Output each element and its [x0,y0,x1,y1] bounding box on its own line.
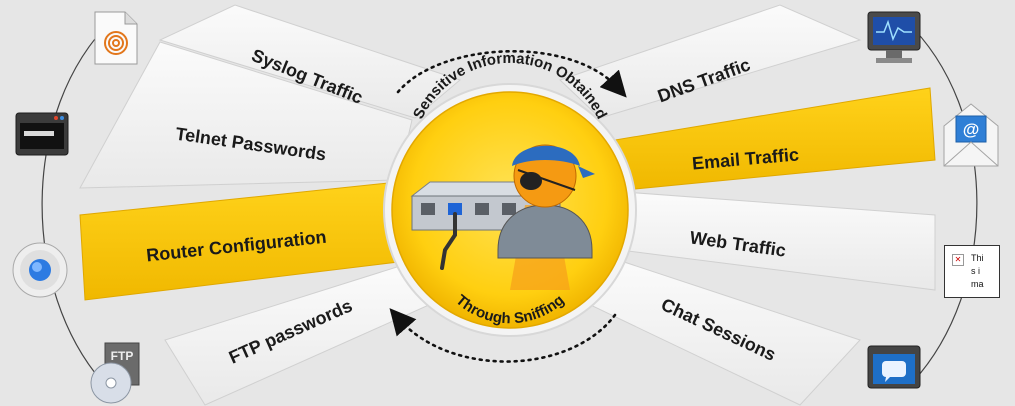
svg-text:FTP: FTP [111,349,134,363]
svg-text:@: @ [963,120,980,139]
ftp-disc-icon: FTP [90,342,140,404]
left-connector-arc [41,19,113,386]
top-cycle-arrow [396,49,627,98]
email-envelope-icon: @ [943,103,999,167]
pirate-sniffer-icon [497,144,595,290]
terminal-window-icon [15,112,69,156]
sector-dns-traffic [559,4,862,119]
right-connector-arc [904,19,978,386]
chat-window-icon [867,345,921,389]
broken-image-alt-text: This ima [971,253,984,289]
fingerprint-document-icon [94,11,138,65]
bottom-cycle-arrow [389,308,617,363]
monitor-icon [867,11,921,63]
sector-syslog-traffic [158,4,462,119]
broken-image-icon: ✕ This ima [944,245,1000,298]
network-button-icon [12,242,68,298]
broken-image-x-icon: ✕ [952,254,964,266]
network-switch-icon [410,180,562,270]
